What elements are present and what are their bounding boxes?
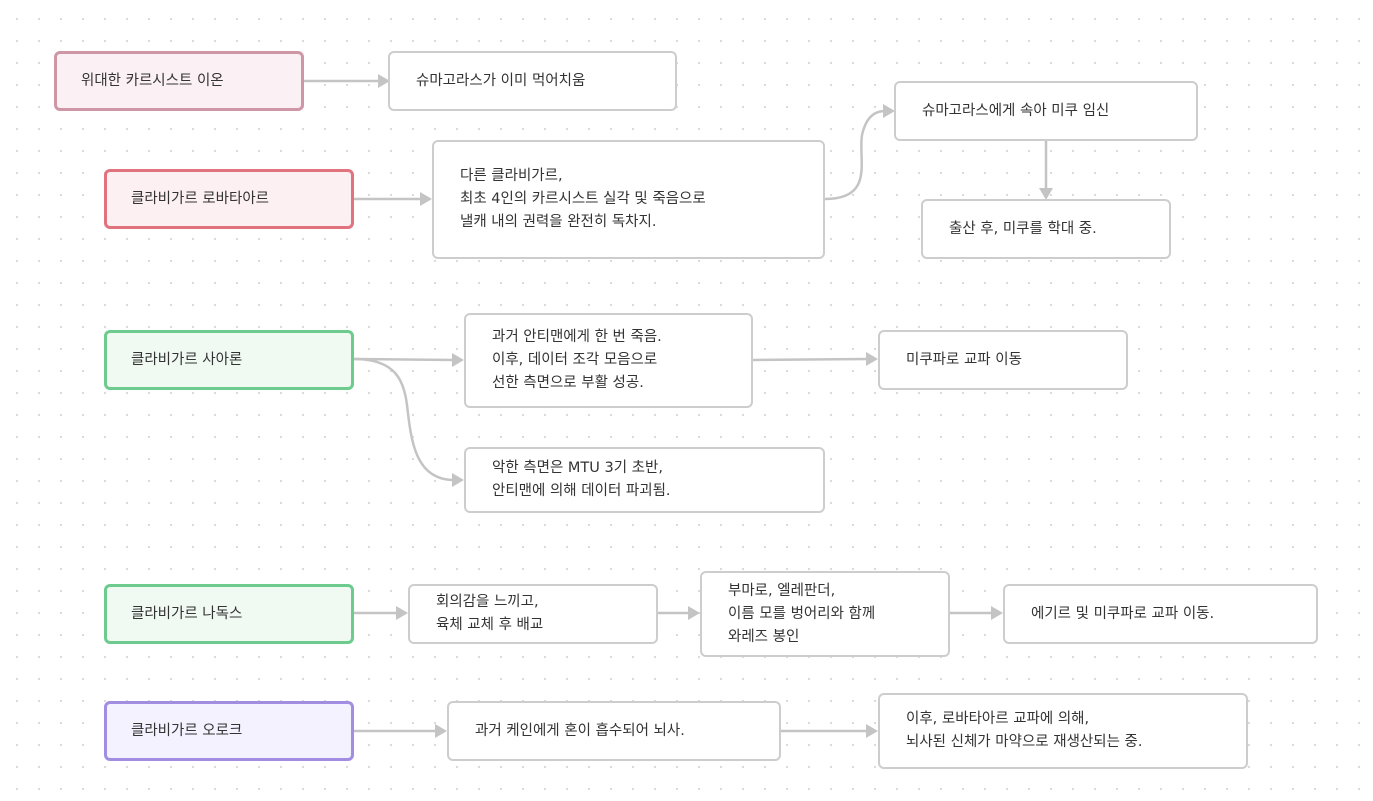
node-nadox-seal[interactable]: 부마로, 엘레판더, 이름 모를 벙어리와 함께 와레즈 봉인 <box>700 571 950 657</box>
node-label: 다른 클라비가르, 최초 4인의 카르시스트 실각 및 죽음으로 낼캐 내의 권… <box>460 168 706 230</box>
arrowhead <box>435 724 447 738</box>
arrowhead <box>866 352 878 366</box>
edge-deed-to-deceived <box>824 109 886 201</box>
arrowhead <box>688 606 700 620</box>
arrowhead <box>396 606 408 620</box>
node-label: 클라비가르 나독스 <box>131 605 243 622</box>
node-robatar-abuse[interactable]: 출산 후, 미쿠를 학대 중. <box>921 199 1171 259</box>
node-robatar-deceived[interactable]: 슈마고라스에게 속아 미쿠 임신 <box>894 81 1198 141</box>
node-robatar[interactable]: 클라비가르 로바타아르 <box>104 169 354 229</box>
node-label: 부마로, 엘레판더, 이름 모를 벙어리와 함께 와레즈 봉인 <box>728 582 876 645</box>
node-label: 슈마고라스에게 속아 미쿠 임신 <box>922 102 1110 119</box>
node-saaron[interactable]: 클라비가르 사아론 <box>104 330 354 390</box>
node-orok-absorbed[interactable]: 과거 케인에게 혼이 흡수되어 뇌사. <box>447 701 781 761</box>
arrowhead <box>452 473 464 487</box>
node-ion-fate[interactable]: 슈마고라스가 이미 먹어치움 <box>388 51 677 111</box>
node-label: 슈마고라스가 이미 먹어치움 <box>416 72 586 89</box>
node-nadox-move[interactable]: 에기르 및 미쿠파로 교파 이동. <box>1003 584 1318 644</box>
node-label: 클라비가르 로바타아르 <box>131 190 270 207</box>
node-label: 에기르 및 미쿠파로 교파 이동. <box>1031 605 1215 622</box>
arrowhead <box>378 74 390 88</box>
arrowhead <box>420 192 432 206</box>
node-label: 출산 후, 미쿠를 학대 중. <box>949 220 1097 237</box>
node-ion[interactable]: 위대한 카르시스트 이온 <box>54 51 304 111</box>
node-nadox-doubt[interactable]: 회의감을 느끼고, 육체 교체 후 배교 <box>408 584 658 644</box>
node-label: 클라비가르 오로크 <box>131 722 243 739</box>
node-label: 미쿠파로 교파 이동 <box>906 351 1022 368</box>
edge-death-to-move <box>752 357 869 362</box>
node-saaron-death[interactable]: 과거 안티맨에게 한 번 죽음. 이후, 데이터 조각 모음으로 선한 측면으로… <box>464 313 753 408</box>
arrowhead <box>991 606 1003 620</box>
node-label: 클라비가르 사아론 <box>131 351 243 368</box>
node-label: 악한 측면은 MTU 3기 초반, 안티맨에 의해 데이터 파괴됨. <box>492 460 671 499</box>
node-label: 회의감을 느끼고, 육체 교체 후 배교 <box>436 594 544 633</box>
node-orok[interactable]: 클라비가르 오로크 <box>104 701 354 761</box>
edge-saaron-to-death <box>353 357 455 362</box>
node-orok-revived[interactable]: 이후, 로바타아르 교파에 의해, 뇌사된 신체가 마약으로 재생산되는 중. <box>878 693 1248 769</box>
node-label: 이후, 로바타아르 교파에 의해, 뇌사된 신체가 마약으로 재생산되는 중. <box>906 711 1143 750</box>
arrowhead <box>866 724 878 738</box>
arrowhead <box>1039 188 1053 200</box>
arrowhead <box>452 353 464 367</box>
edge-saaron-to-evil <box>353 357 455 482</box>
node-saaron-evil[interactable]: 악한 측면은 MTU 3기 초반, 안티맨에 의해 데이터 파괴됨. <box>464 447 825 513</box>
node-nadox[interactable]: 클라비가르 나독스 <box>104 584 354 644</box>
node-label: 과거 케인에게 혼이 흡수되어 뇌사. <box>475 722 685 739</box>
node-label: 과거 안티맨에게 한 번 죽음. 이후, 데이터 조각 모음으로 선한 측면으로… <box>492 329 662 391</box>
arrowhead <box>883 104 895 118</box>
node-label: 위대한 카르시스트 이온 <box>81 72 224 89</box>
node-robatar-deed[interactable]: 다른 클라비가르, 최초 4인의 카르시스트 실각 및 죽음으로 낼캐 내의 권… <box>432 140 825 259</box>
node-saaron-move[interactable]: 미쿠파로 교파 이동 <box>878 330 1128 390</box>
